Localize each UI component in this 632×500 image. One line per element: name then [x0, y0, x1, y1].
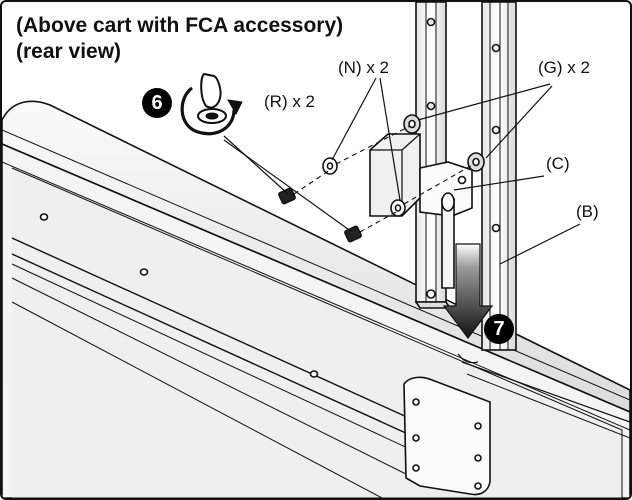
rotate-clockwise-icon	[180, 72, 243, 136]
leader-lines	[223, 77, 581, 265]
label-b: (B)	[576, 202, 599, 221]
washers	[322, 114, 485, 217]
screws	[278, 187, 362, 243]
step-6-badge: 6	[142, 88, 172, 118]
label-g: (G) x 2	[538, 58, 590, 77]
label-c: (C)	[546, 154, 570, 173]
cart-frame-rail	[2, 100, 630, 498]
down-arrow-icon	[442, 243, 494, 339]
label-r: (R) x 2	[264, 92, 315, 111]
vertical-post	[414, 2, 517, 351]
step-7-badge: 7	[484, 314, 514, 344]
label-n: (N) x 2	[338, 58, 389, 77]
diagram-title-line-1: (Above cart with FCA accessory)	[16, 14, 344, 37]
diagram-title-line-2: (rear view)	[16, 40, 122, 63]
assembly-paths	[293, 125, 475, 233]
joint-plate	[403, 353, 491, 496]
bracket	[369, 133, 473, 289]
